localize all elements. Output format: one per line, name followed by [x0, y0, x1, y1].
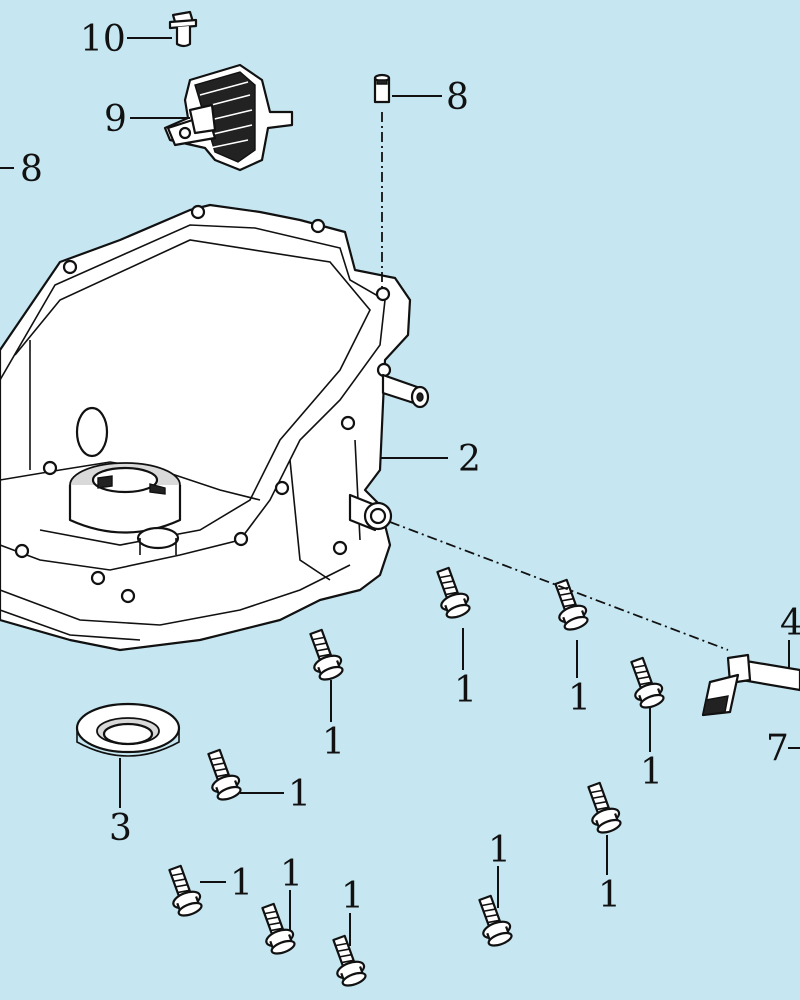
- callout-1-a: 1: [454, 670, 477, 711]
- callout-1-c: 1: [322, 722, 345, 763]
- callout-1-g: 1: [230, 863, 253, 904]
- bolt-part-1-a: [436, 566, 471, 619]
- callout-1-b: 1: [568, 678, 591, 719]
- callout-7: 7: [766, 728, 789, 769]
- dowel-pin-part-8: [373, 73, 391, 104]
- sensor-pipe-part-4: [701, 653, 800, 717]
- regulator-part: [163, 63, 294, 172]
- callout-1-j: 1: [488, 830, 511, 871]
- callout-9: 9: [104, 99, 127, 140]
- bolt-part-1-i: [332, 934, 367, 987]
- bolt-part-1-c: [309, 628, 344, 681]
- bolt-part-1-f: [587, 781, 622, 834]
- bolt-part-1-g: [168, 864, 203, 917]
- callout-8-left: 8: [20, 149, 43, 190]
- callout-1-d: 1: [640, 752, 663, 793]
- callout-1-f: 1: [598, 875, 621, 916]
- bolt-part-1-j: [478, 894, 513, 947]
- leader-lines: [0, 37, 800, 946]
- callout-1-i: 1: [341, 876, 364, 917]
- case-cover-part: [0, 203, 430, 652]
- bolt-part-1-h: [261, 902, 296, 955]
- callout-1-e: 1: [288, 774, 311, 815]
- callout-4: 4: [780, 603, 800, 644]
- flange-bolt-part-10: [168, 10, 198, 48]
- callout-10: 10: [80, 19, 126, 60]
- bolt-part-1-b: [554, 578, 589, 631]
- callout-8-top: 8: [446, 77, 469, 118]
- callout-2: 2: [458, 439, 481, 480]
- callout-1-h: 1: [280, 854, 303, 895]
- bolt-part-1-d: [630, 656, 665, 709]
- bolt-part-1-e: [207, 748, 242, 801]
- callout-3: 3: [109, 808, 132, 849]
- assembly-line-pipe: [389, 521, 729, 651]
- oil-seal-part-3: [75, 702, 181, 757]
